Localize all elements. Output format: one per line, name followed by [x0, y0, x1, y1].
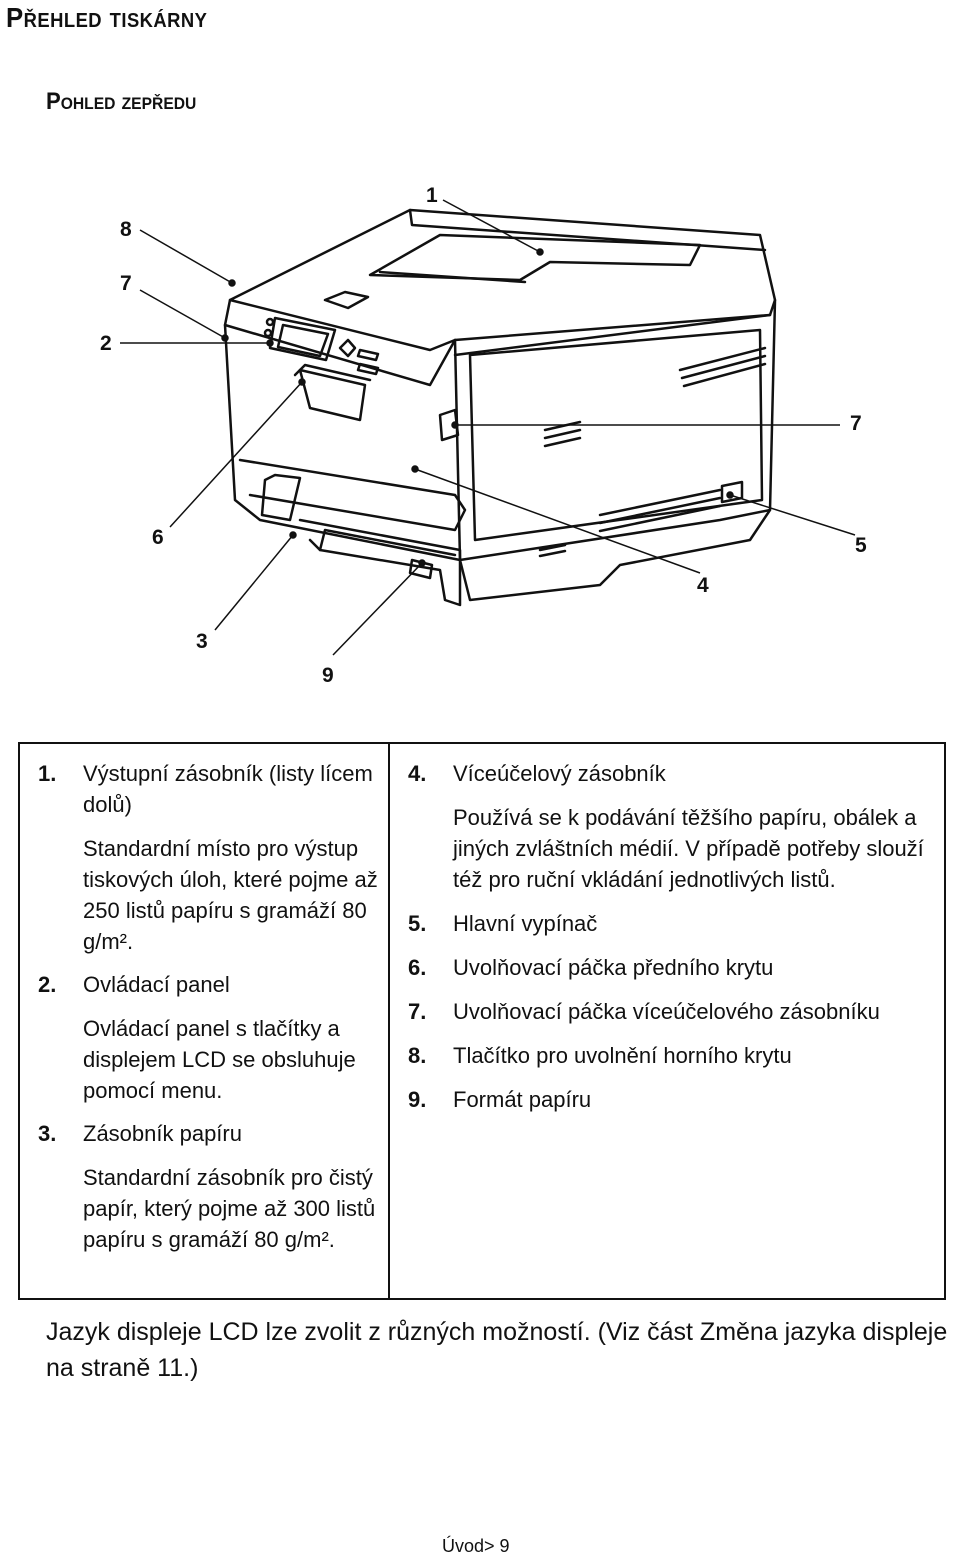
legend-item-label: Zásobník papíru — [83, 1121, 242, 1146]
legend-item-8: 8. Tlačítko pro uvolnění horního krytu — [408, 1040, 934, 1071]
legend-item-description: Ovládací panel s tlačítky a displejem LC… — [83, 1016, 356, 1103]
legend-item-label: Výstupní zásobník (listy lícem dolů) — [83, 761, 373, 817]
printer-illustration — [120, 199, 856, 656]
callout-1: 1 — [426, 184, 438, 207]
legend-item-3: 3. Zásobník papíru — [38, 1118, 378, 1149]
legend-item-label: Tlačítko pro uvolnění horního krytu — [453, 1043, 792, 1068]
lcd-language-note: Jazyk displeje LCD lze zvolit z různých … — [46, 1318, 948, 1382]
callout-4: 4 — [697, 574, 709, 597]
callout-7-left: 7 — [120, 272, 132, 295]
legend-item-1: 1. Výstupní zásobník (listy lícem dolů) — [38, 758, 378, 820]
legend-column-right: 4. Víceúčelový zásobník Používá se k pod… — [390, 744, 944, 1298]
callout-7-right: 7 — [850, 412, 862, 435]
legend-item-5: 5. Hlavní vypínač — [408, 908, 934, 939]
page-footer: Úvod> 9 — [442, 1536, 510, 1556]
legend-column-left: 1. Výstupní zásobník (listy lícem dolů) … — [20, 744, 390, 1298]
legend-table: 1. Výstupní zásobník (listy lícem dolů) … — [18, 742, 946, 1300]
callout-5: 5 — [855, 534, 867, 557]
legend-item-label: Uvolňovací páčka víceúčelového zásobníku — [453, 999, 880, 1024]
callout-6: 6 — [152, 526, 164, 549]
callout-8: 8 — [120, 218, 132, 241]
page-title: Přehled tiskárny — [6, 2, 208, 33]
printer-figure: 1 8 7 2 7 6 5 4 3 9 — [0, 150, 960, 710]
legend-item-description: Standardní místo pro výstup tiskových úl… — [83, 836, 378, 954]
callout-2: 2 — [100, 332, 112, 355]
legend-item-6: 6. Uvolňovací páčka předního krytu — [408, 952, 934, 983]
legend-item-description: Standardní zásobník pro čistý papír, kte… — [83, 1165, 376, 1252]
section-heading: Pohled zepředu — [46, 88, 197, 115]
legend-item-label: Uvolňovací páčka předního krytu — [453, 955, 774, 980]
legend-item-label: Formát papíru — [453, 1087, 592, 1112]
legend-item-label: Ovládací panel — [83, 972, 230, 997]
legend-item-description: Používá se k podávání těžšího papíru, ob… — [453, 805, 924, 892]
legend-item-9: 9. Formát papíru — [408, 1084, 934, 1115]
legend-item-label: Hlavní vypínač — [453, 911, 598, 936]
callout-3: 3 — [196, 630, 208, 653]
legend-item-7: 7. Uvolňovací páčka víceúčelového zásobn… — [408, 996, 934, 1027]
callout-9: 9 — [322, 664, 334, 687]
legend-item-2: 2. Ovládací panel — [38, 969, 378, 1000]
legend-item-label: Víceúčelový zásobník — [453, 761, 666, 786]
legend-item-4: 4. Víceúčelový zásobník — [408, 758, 934, 789]
